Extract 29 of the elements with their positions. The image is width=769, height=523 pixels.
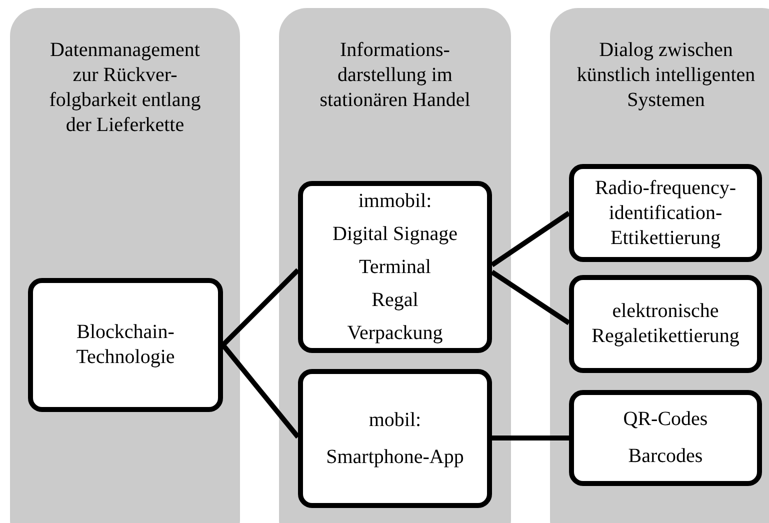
connector-line: [492, 436, 569, 440]
connector-line: [490, 270, 570, 326]
box-text: Terminal: [359, 254, 431, 280]
process-box: [569, 164, 762, 262]
column-heading: Informations-darstellung im stationären Handel: [318, 38, 472, 113]
process-box: [28, 278, 223, 412]
box-text: Barcodes: [628, 444, 703, 469]
box-text: Radio-frequency-identification-Ettikettierung: [594, 176, 738, 250]
column-panel: [279, 8, 511, 523]
connector-line: [221, 268, 300, 347]
box-text: immobil:: [358, 188, 432, 214]
process-box: [298, 369, 492, 508]
process-box: [298, 181, 492, 353]
box-text: Smartphone-App: [326, 444, 464, 470]
box-text: Regal: [372, 288, 418, 312]
box-text: Blockchain-Technologie: [75, 320, 176, 370]
connector-line: [221, 343, 300, 439]
process-box: [569, 390, 762, 486]
column-panel: [550, 8, 769, 523]
box-text: QR-Codes: [623, 407, 708, 432]
connector-line: [490, 210, 570, 268]
box-text: elektronische Regaletikettierung: [590, 299, 740, 349]
box-text: Verpackung: [347, 320, 443, 346]
column-heading: Datenmanagement zur Rückver-folgbarkeit entlang der Lieferkette: [48, 38, 202, 138]
box-text: Digital Signage: [332, 222, 458, 246]
column-panel: [10, 8, 240, 523]
column-heading: Dialog zwischen künstlich intelligenten Systemen: [576, 38, 756, 113]
box-text: mobil:: [368, 408, 422, 432]
process-box: [569, 275, 762, 373]
